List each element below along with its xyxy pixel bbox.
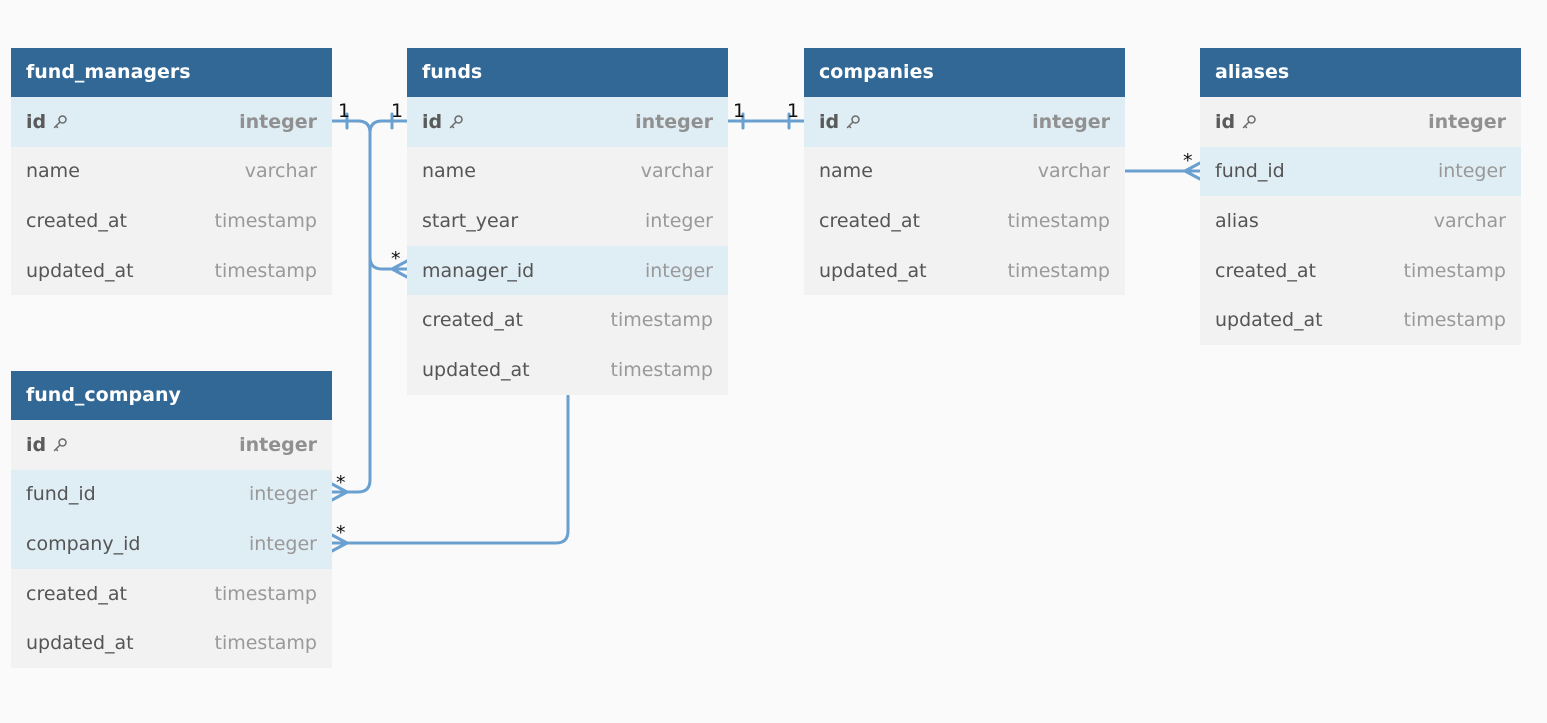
field-row[interactable]: name varchar: [11, 147, 332, 197]
key-icon: [846, 115, 860, 129]
table-fund-company[interactable]: fund_company id integer fund_id integer …: [11, 371, 332, 668]
cardinality-one-label: 1: [787, 100, 799, 122]
field-row[interactable]: updated_at timestamp: [804, 246, 1125, 296]
field-row[interactable]: updated_at timestamp: [1200, 295, 1521, 345]
field-row[interactable]: company_id integer: [11, 519, 332, 569]
field-type: varchar: [1433, 209, 1506, 232]
field-name: company_id: [26, 532, 141, 555]
field-type: timestamp: [610, 309, 714, 332]
field-name: updated_at: [819, 259, 927, 282]
relation-fund-managers-funds: [330, 119, 409, 271]
key-icon: [449, 115, 463, 129]
field-type: integer: [248, 483, 317, 506]
table-title[interactable]: funds: [407, 48, 728, 97]
field-row[interactable]: created_at timestamp: [11, 196, 332, 246]
field-type: timestamp: [1403, 259, 1507, 282]
field-name: id: [819, 110, 840, 133]
field-name: fund_id: [26, 483, 96, 506]
field-type: integer: [1032, 110, 1110, 133]
table-title[interactable]: fund_company: [11, 371, 332, 420]
field-row[interactable]: id integer: [804, 97, 1125, 147]
field-name: name: [422, 160, 476, 183]
table-title[interactable]: fund_managers: [11, 48, 332, 97]
field-type: integer: [644, 259, 713, 282]
field-type: timestamp: [214, 582, 318, 605]
field-name: updated_at: [26, 259, 134, 282]
field-name: created_at: [1215, 259, 1316, 282]
field-type: integer: [635, 110, 713, 133]
field-type: integer: [239, 433, 317, 456]
cardinality-many-label: *: [336, 472, 346, 494]
field-row[interactable]: id integer: [1200, 97, 1521, 147]
field-name: name: [819, 160, 873, 183]
table-fund-managers[interactable]: fund_managers id integer name varchar cr…: [11, 48, 332, 296]
cardinality-one-label: 1: [391, 100, 403, 122]
field-type: timestamp: [1007, 209, 1111, 232]
field-type: varchar: [1037, 160, 1110, 183]
field-row[interactable]: created_at timestamp: [804, 196, 1125, 246]
field-name: id: [26, 433, 47, 456]
table-aliases[interactable]: aliases id integer fund_id integer alias…: [1200, 48, 1521, 345]
cardinality-one-label: 1: [733, 100, 745, 122]
field-row[interactable]: fund_id integer: [11, 469, 332, 520]
field-row[interactable]: id integer: [407, 97, 728, 147]
field-row[interactable]: id integer: [11, 97, 332, 147]
relation-funds-fund-company: [330, 119, 409, 494]
field-name: updated_at: [422, 358, 530, 381]
field-row[interactable]: created_at timestamp: [1200, 246, 1521, 296]
cardinality-many-label: *: [336, 522, 346, 544]
field-type: timestamp: [1403, 309, 1507, 332]
field-type: varchar: [244, 160, 317, 183]
field-name: created_at: [422, 309, 523, 332]
field-row[interactable]: updated_at timestamp: [11, 246, 332, 296]
field-row[interactable]: id integer: [11, 420, 332, 470]
field-name: alias: [1215, 209, 1259, 232]
cardinality-many-label: *: [391, 248, 401, 270]
field-type: timestamp: [610, 358, 714, 381]
field-name: id: [422, 110, 443, 133]
key-icon: [1242, 115, 1256, 129]
field-row[interactable]: start_year integer: [407, 196, 728, 246]
field-type: integer: [1437, 160, 1506, 183]
field-name: name: [26, 160, 80, 183]
field-row[interactable]: updated_at timestamp: [407, 345, 728, 395]
field-type: integer: [248, 532, 317, 555]
relation-funds-fund-company-company: [330, 394, 570, 545]
field-type: integer: [644, 209, 713, 232]
field-row[interactable]: created_at timestamp: [407, 295, 728, 345]
key-icon: [53, 115, 67, 129]
field-type: timestamp: [214, 259, 318, 282]
field-name: created_at: [819, 209, 920, 232]
field-name: fund_id: [1215, 160, 1285, 183]
field-row[interactable]: name varchar: [804, 147, 1125, 197]
field-type: varchar: [640, 160, 713, 183]
field-row[interactable]: alias varchar: [1200, 196, 1521, 246]
field-type: timestamp: [214, 632, 318, 655]
field-name: created_at: [26, 209, 127, 232]
field-name: manager_id: [422, 259, 535, 282]
field-row[interactable]: updated_at timestamp: [11, 618, 332, 668]
cardinality-one-label: 1: [338, 100, 350, 122]
cardinality-many-label: *: [1183, 150, 1193, 172]
field-row[interactable]: manager_id integer: [407, 245, 728, 296]
field-row[interactable]: created_at timestamp: [11, 569, 332, 619]
field-row[interactable]: fund_id integer: [1200, 146, 1521, 197]
table-companies[interactable]: companies id integer name varchar create…: [804, 48, 1125, 296]
key-icon: [53, 438, 67, 452]
table-funds[interactable]: funds id integer name varchar start_year…: [407, 48, 728, 395]
field-row[interactable]: name varchar: [407, 147, 728, 197]
field-name: created_at: [26, 582, 127, 605]
table-title[interactable]: aliases: [1200, 48, 1521, 97]
field-name: start_year: [422, 209, 519, 232]
field-type: timestamp: [214, 209, 318, 232]
field-name: id: [26, 110, 47, 133]
field-type: timestamp: [1007, 259, 1111, 282]
table-title[interactable]: companies: [804, 48, 1125, 97]
field-name: id: [1215, 110, 1236, 133]
field-type: integer: [1428, 110, 1506, 133]
field-name: updated_at: [1215, 309, 1323, 332]
field-name: updated_at: [26, 632, 134, 655]
field-type: integer: [239, 110, 317, 133]
